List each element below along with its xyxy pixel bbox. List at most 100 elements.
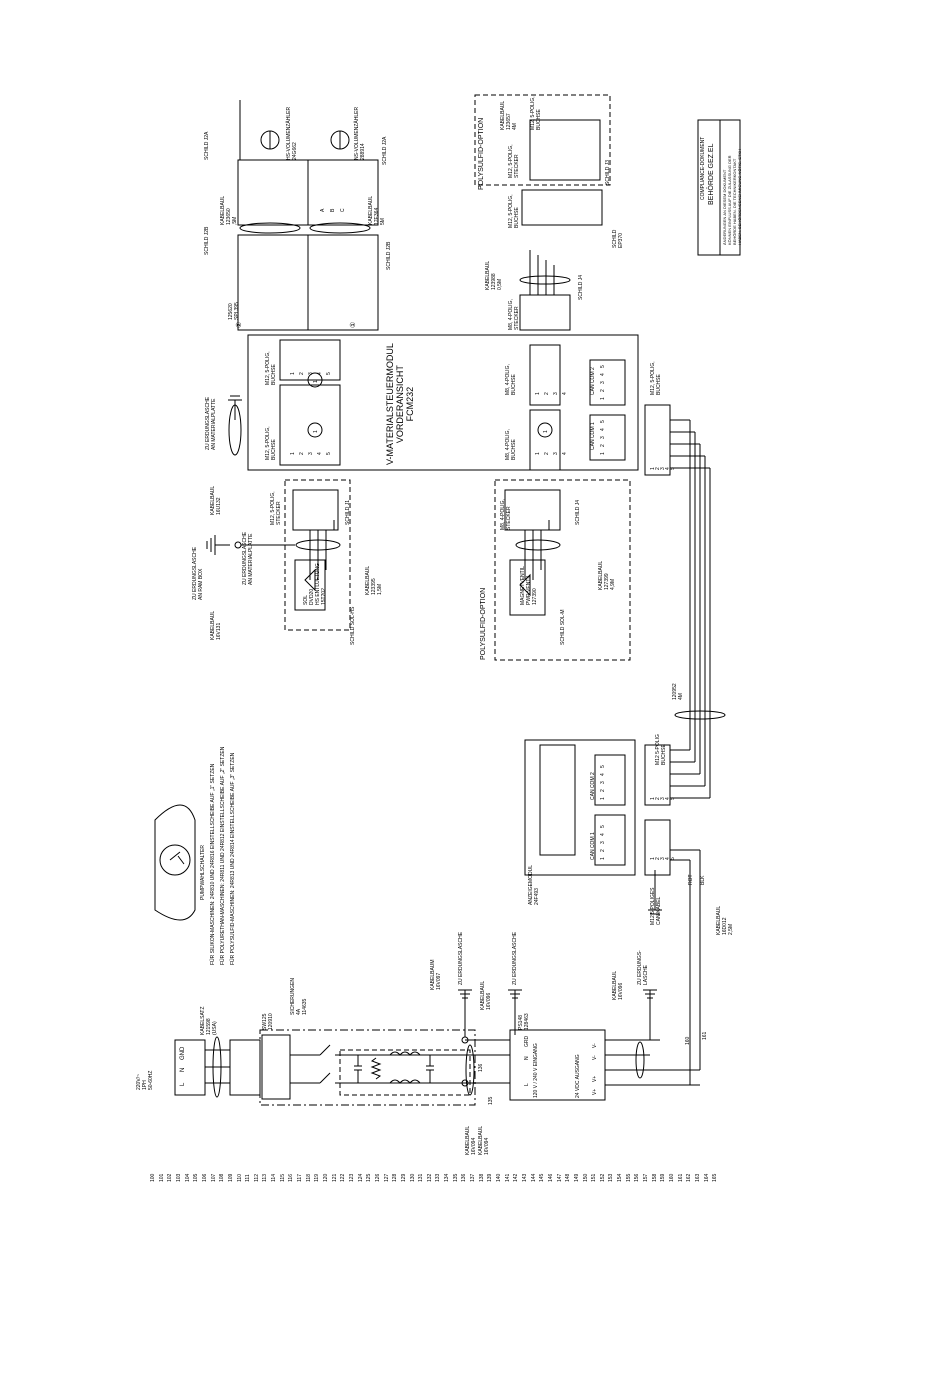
dump-valve-label: SOL DVD20 HS ENTLÜFTUNG 15T202 <box>303 563 327 605</box>
line-number: 142 <box>513 1173 520 1182</box>
pin-number: 1 <box>600 397 606 400</box>
line-number: 143 <box>521 1173 528 1182</box>
supply-label: 220V/~ 1PH 50-60HZ <box>136 1070 154 1090</box>
pin-number: 5 <box>670 857 676 860</box>
display-com2: CAN COM 2 <box>590 772 596 800</box>
compliance-title: COMPLIANCE-DOKUMENT <box>700 136 706 200</box>
selector-label: PUMPWAHLSCHALTER <box>200 844 206 900</box>
cable-16v096-b: KABELBAUL 16V096 <box>612 970 624 1000</box>
power-cord-label: KABELSATZ 121598 (USA) <box>200 1006 218 1035</box>
line-number: 124 <box>357 1173 364 1182</box>
psu-in-l: L <box>524 1083 530 1086</box>
pin-number: 4 <box>317 372 323 375</box>
pin-number: 3 <box>553 392 559 395</box>
pin-number: 4 <box>600 773 606 776</box>
line-number: 156 <box>634 1173 641 1182</box>
line-number: 117 <box>297 1174 304 1182</box>
pin-number: 5 <box>670 467 676 470</box>
pin-number: 1 <box>600 797 606 800</box>
cable-16d012: KABELBAUL 16D012 2,5M <box>716 905 734 935</box>
psu-in-n: N <box>524 1056 530 1060</box>
line-number: 139 <box>487 1173 494 1182</box>
line-number: 151 <box>591 1173 598 1182</box>
line-number: 161 <box>677 1173 684 1182</box>
pin-number: 2 <box>600 444 606 447</box>
pin-number: 1 <box>535 392 541 395</box>
module-com2: CAN COM 2 <box>590 367 596 395</box>
meter-letter-a: A <box>320 208 326 212</box>
shield-ep370: SCHILD EP370 <box>612 229 624 248</box>
line-number: 103 <box>175 1173 182 1182</box>
hs-meter-label: HS-VOLUMENZÄHLER 24G662 <box>286 106 298 160</box>
selector-line-3: FÜR POLYSULFID-MASCHINEN: 24R813 UND 24R… <box>230 752 236 965</box>
module-circle-2: 1 <box>313 380 319 383</box>
line-number: 159 <box>660 1173 667 1182</box>
m12-can-cable: M12 5-POLIGES CAN-KABEL <box>650 887 662 925</box>
cable-123650: KABELBAUL 123650 ,5M <box>220 195 238 225</box>
ground-plate-1: ZU ERDUNGSLASCHE AN MATERIALPLATTE <box>205 396 217 450</box>
wire-160: 160 <box>685 1036 691 1045</box>
pin-number: 4 <box>317 452 323 455</box>
line-number: 127 <box>383 1173 390 1182</box>
pin-number: 3 <box>600 381 606 384</box>
line-number: 100 <box>150 1173 156 1182</box>
terminal-n: N <box>180 1067 186 1072</box>
line-number: 109 <box>227 1173 234 1182</box>
line-number: 133 <box>435 1173 442 1182</box>
pin-number: 3 <box>308 372 314 375</box>
shield-j2a: SCHILD J2A <box>204 131 210 160</box>
line-number: 108 <box>219 1173 226 1182</box>
line-number: 128 <box>392 1173 399 1182</box>
ground-label-1: ZU ERDUNGSLASCHE <box>458 931 464 985</box>
m8-buchse-module-2: M8, 4-POLIG, BUCHSE <box>505 364 517 395</box>
terminal-l: L <box>180 1082 186 1086</box>
selector-line-2: FÜR POLYURETHAN-MASCHINEN: 24R811 UND 24… <box>220 746 226 965</box>
pin-number: 2 <box>544 452 550 455</box>
wire-161: 161 <box>702 1031 708 1040</box>
pin-number: 5 <box>670 797 676 800</box>
switch-label: SW125 120910 <box>262 1013 274 1030</box>
line-number: 101 <box>158 1173 165 1182</box>
compliance-sub: BEHÖRDE GEZ.EL <box>708 143 715 205</box>
line-number: 111 <box>245 1174 252 1182</box>
line-number: 126 <box>374 1173 381 1182</box>
shield-j2b: SCHILD J2B <box>204 226 210 255</box>
wire-135: 135 <box>488 1096 494 1105</box>
ground-plate-2: ZU ERDUNGSLASCHE AN MATERIALPLATTE <box>242 531 254 585</box>
line-number: 146 <box>547 1173 554 1182</box>
psu-out-1: V+ <box>592 1088 598 1095</box>
pin-number: 5 <box>600 420 606 423</box>
pin-number: 3 <box>600 781 606 784</box>
cable-16v096: KABELBAUL 16V096 <box>480 980 492 1010</box>
m12-buchse-poly-2: M12, 5-POLIG, BUCHSE <box>530 96 542 130</box>
line-number: 154 <box>617 1173 624 1182</box>
m12-buchse-display: M12 5-POLIG BUCHSE <box>655 734 667 765</box>
m12-buchse-poly: M12, 5-POLIG, BUCHSE <box>508 194 520 228</box>
pin-number: 3 <box>600 436 606 439</box>
polysulfid-title-upper: POLYSULFID-OPTION <box>478 117 485 190</box>
ns-meter-label: NS-VOLUMENZÄHLER 288914 <box>354 106 366 160</box>
pin-number: 5 <box>326 372 332 375</box>
line-number: 138 <box>478 1173 485 1182</box>
module-circle-1: 1 <box>313 430 319 433</box>
meter-circle-1: ① <box>350 321 357 328</box>
display-com1: CAN COM 1 <box>590 832 596 860</box>
line-number: 129 <box>400 1173 407 1182</box>
pin-number: 4 <box>600 833 606 836</box>
line-number: 147 <box>556 1173 563 1182</box>
line-number: 114 <box>271 1174 278 1182</box>
shield-j1: SCHILD J1 <box>345 499 351 525</box>
pin-number: 1 <box>290 452 296 455</box>
pin-number: 1 <box>290 372 296 375</box>
shield-sol-hs: SCHILD SOL-HS <box>350 606 356 645</box>
terminal-gnd: GND <box>180 1046 186 1060</box>
pin-number: 2 <box>600 849 606 852</box>
cable-123657: KABELBAUL 123657 4M <box>500 100 518 130</box>
compliance-note: ÄNDERUNGEN AN DIESEM DOKUMENT KÖNNEN EIN… <box>722 148 742 245</box>
pin-number: 5 <box>600 825 606 828</box>
line-number: 122 <box>340 1173 347 1182</box>
line-number: 153 <box>608 1173 615 1182</box>
cable-16v094-b: KABELBAUL 16V094 <box>478 1125 490 1155</box>
cable-120952: 120952 4M <box>672 683 684 700</box>
m12-buchse-can: M12, 5-POLIG, BUCHSE <box>650 361 662 395</box>
